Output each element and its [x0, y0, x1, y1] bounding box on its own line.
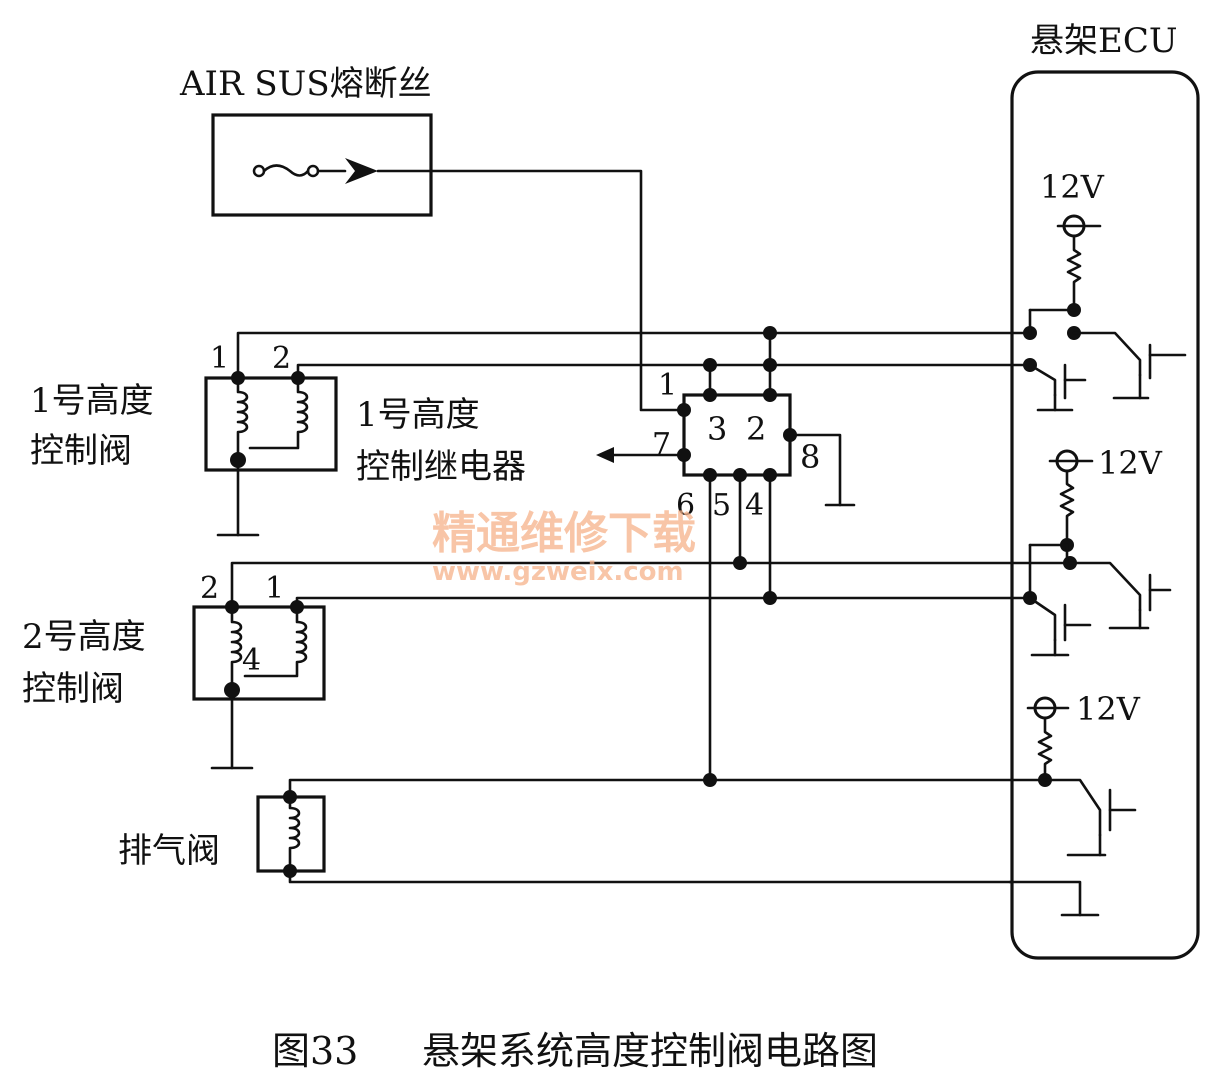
valve1-label-line2: 控制阀 [30, 431, 132, 471]
ecu-box [1010, 70, 1200, 960]
relay-pin-4: 4 [745, 488, 764, 523]
ecu-label: 悬架ECU [1030, 21, 1178, 61]
relay-box [682, 393, 792, 477]
exhaust-valve-label: 排气阀 [118, 831, 220, 871]
caption: 图33 悬架系统高度控制阀电路图 [272, 1029, 878, 1073]
ecu-supply-2-label: 12V [1098, 444, 1163, 482]
coil-icon [230, 605, 308, 692]
fuse-box [211, 113, 433, 217]
ecu-supply-1-label: 12V [1040, 168, 1105, 206]
fuse-symbol-icon [252, 158, 433, 184]
coil-icon [288, 795, 301, 873]
watermark-line1: 精通维修下载 [432, 508, 696, 559]
caption-title: 悬架系统高度控制阀电路图 [422, 1029, 878, 1073]
relay-pin-7: 7 [652, 427, 671, 462]
resistor-icon [1037, 716, 1053, 782]
relay-pin-8: 8 [800, 438, 820, 476]
relay-pin-2: 2 [746, 410, 766, 448]
ecu-circuit-1: 12V [1028, 168, 1187, 412]
coil-icon [236, 376, 309, 462]
relay-label-line2: 控制继电器 [356, 447, 526, 487]
junction-dots [224, 326, 1077, 878]
height-control-valve-1: 1 2 1号高度 控制阀 [30, 341, 338, 472]
valve2-label-line2: 控制阀 [22, 669, 124, 709]
relay-pin-5: 5 [712, 488, 731, 523]
relay-pin-3: 3 [707, 410, 727, 448]
valve1-pin2: 2 [272, 341, 291, 376]
ecu-circuit-3: 12V [1026, 690, 1141, 857]
valve1-label-line1: 1号高度 [30, 381, 154, 421]
relay-pin-1: 1 [658, 368, 677, 403]
fuse: AIR SUS熔断丝 [179, 64, 433, 217]
valve2-center: 4 [242, 643, 261, 678]
valve2-pin1: 1 [265, 571, 284, 606]
watermark: 精通维修下载 www.gzweix.com [432, 508, 696, 587]
ecu-supply-3-label: 12V [1076, 690, 1141, 728]
valve1-pin1: 1 [210, 341, 229, 376]
fuse-label: AIR SUS熔断丝 [179, 64, 432, 104]
caption-figure-number: 图33 [272, 1029, 358, 1073]
valve2-label-line1: 2号高度 [22, 617, 146, 657]
ecu-ground [1008, 880, 1100, 917]
ecu: 悬架ECU [1010, 21, 1200, 960]
watermark-line2: www.gzweix.com [432, 557, 684, 587]
ecu-circuit-2: 12V [1028, 444, 1172, 657]
exhaust-valve: 排气阀 [118, 795, 326, 873]
valve2-pin2: 2 [200, 571, 219, 606]
height-control-valve-2: 2 1 4 2号高度 控制阀 [22, 571, 326, 709]
relay-label-line1: 1号高度 [356, 395, 480, 435]
resistor-icon [1059, 469, 1075, 547]
relay-pin-6: 6 [676, 488, 695, 523]
height-control-relay-1: 1号高度 控制继电器 1 3 2 7 8 6 5 4 [356, 368, 820, 523]
resistor-icon [1066, 234, 1082, 312]
